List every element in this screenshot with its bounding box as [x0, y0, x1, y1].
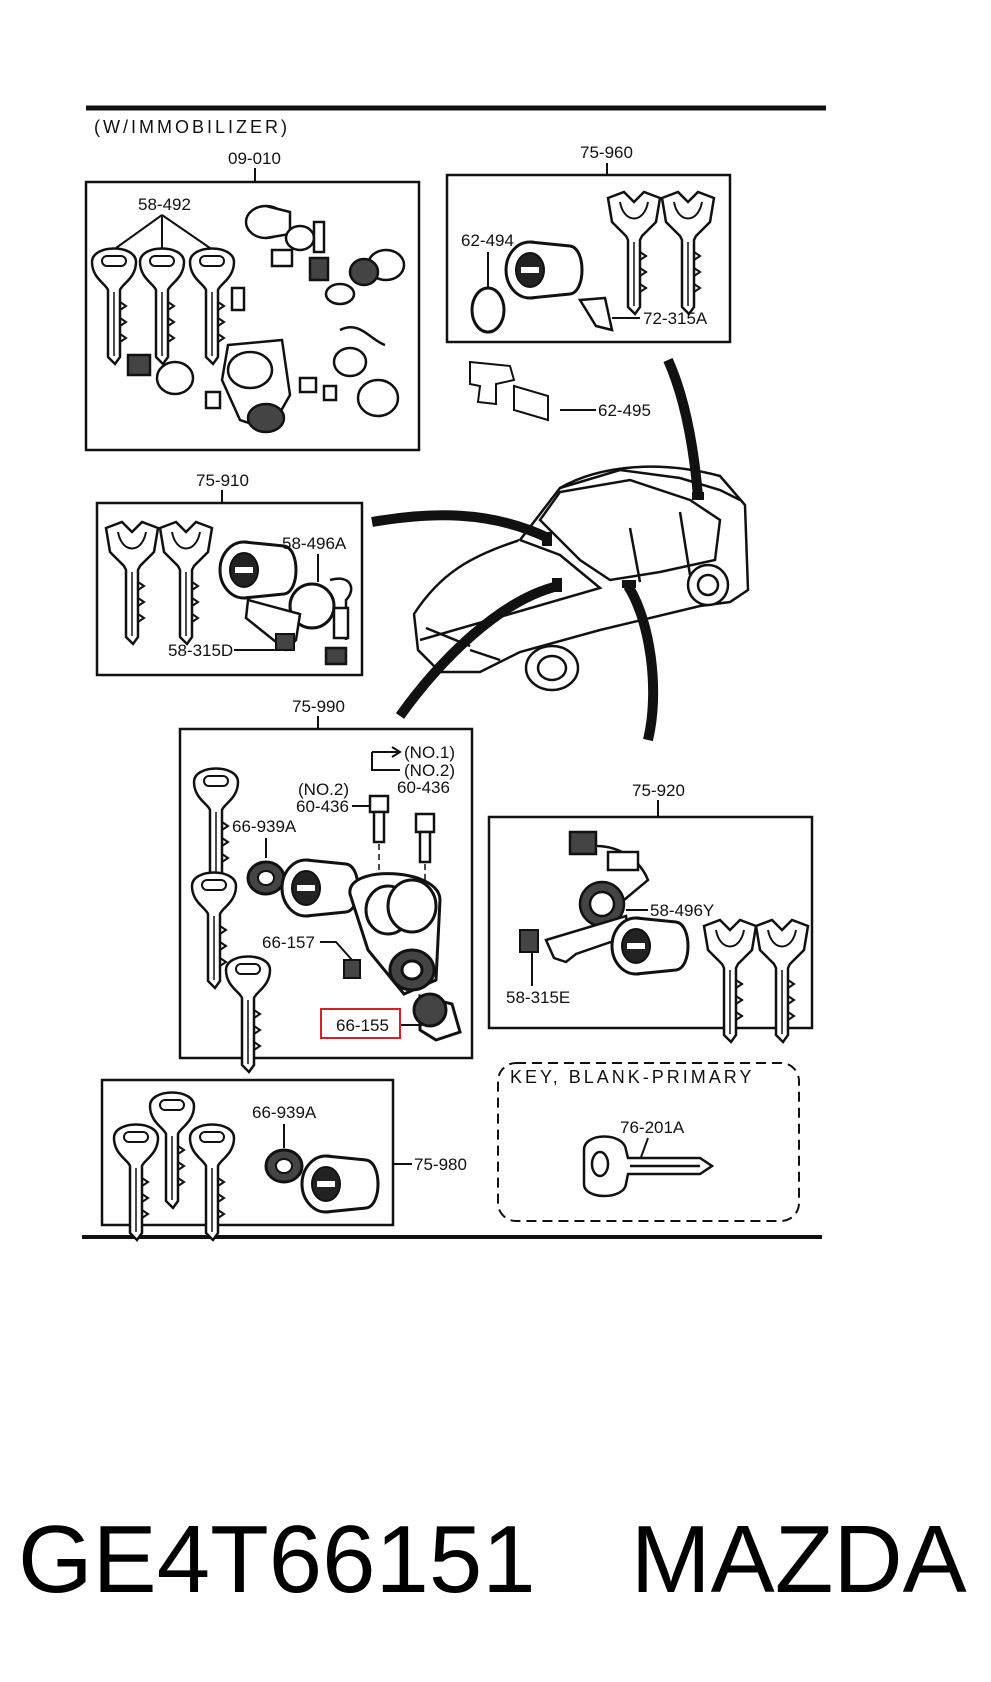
group-box-75-980 — [100, 1078, 395, 1227]
highlight-box — [320, 1008, 401, 1039]
ignition-switch-icon — [412, 992, 462, 1042]
key-blank-title: KEY, BLANK-PRIMARY — [510, 1067, 754, 1087]
lock-cylinder-icon — [280, 858, 360, 918]
product-caption: GE4T66151 MAZDA — [18, 1500, 978, 1620]
group-label-09-010: 09-010 — [228, 149, 281, 168]
steering-lock-icon — [348, 872, 442, 996]
part-label-58-315D: 58-315D — [168, 641, 233, 660]
car-icon — [412, 465, 750, 692]
part-label-58-492: 58-492 — [138, 195, 191, 214]
group-label-75-990: 75-990 — [292, 697, 345, 716]
clip-icon — [519, 929, 539, 953]
key-icon — [90, 247, 138, 366]
key-icon — [660, 190, 716, 316]
part-label-58-496Y: 58-496Y — [650, 901, 714, 920]
group-label-75-920: 75-920 — [632, 781, 685, 800]
key-blank-icon — [582, 1135, 715, 1198]
key-icon — [224, 955, 272, 1074]
part-label-66-155: 66-155 — [336, 1016, 389, 1035]
part-label-60-436: 60-436 — [296, 797, 349, 816]
part-label-66-157: 66-157 — [262, 933, 315, 952]
key-icon — [148, 1091, 196, 1210]
clip-icon — [577, 296, 614, 332]
group-box-75-990 — [178, 727, 474, 1060]
part-label-72-315A: 72-315A — [643, 309, 708, 328]
part-label-58-315E: 58-315E — [506, 988, 570, 1007]
key-icon — [606, 190, 662, 316]
group-box-75-910 — [95, 501, 364, 677]
diagram-header: (W/IMMOBILIZER) — [94, 117, 290, 137]
bezel-icon — [246, 860, 286, 896]
group-label-75-960: 75-960 — [580, 143, 633, 162]
key-icon — [104, 520, 160, 646]
key-icon — [754, 918, 810, 1044]
legend-no1: (NO.1) — [404, 743, 455, 762]
group-box-75-920 — [487, 815, 814, 1030]
key-blank-box — [497, 1062, 800, 1222]
part-label-76-201A: 76-201A — [620, 1118, 685, 1137]
bezel-icon — [264, 1148, 304, 1184]
ignition-switch-parts-icon — [126, 204, 406, 434]
key-icon — [702, 918, 758, 1044]
part-label-66-939A: 66-939A — [232, 817, 297, 836]
label-no2: (NO.2) — [298, 780, 349, 799]
group-box-09-010 — [84, 180, 421, 452]
gasket-icon — [470, 286, 506, 334]
part-label-60-436: 60-436 — [397, 778, 450, 797]
group-label-75-980: 75-980 — [414, 1155, 467, 1174]
key-icon — [158, 520, 214, 646]
lock-cylinder-icon — [504, 240, 584, 300]
part-label-62-494: 62-494 — [461, 231, 514, 250]
key-icon — [188, 1123, 236, 1242]
pointer-lines — [371, 357, 703, 742]
lock-cylinder-icon — [300, 1154, 380, 1214]
part-label-62-495: 62-495 — [598, 401, 651, 420]
bezel-icon — [288, 582, 336, 630]
part-label-58-496A: 58-496A — [282, 534, 347, 553]
part-label-66-939A: 66-939A — [252, 1103, 317, 1122]
switch-icon — [343, 959, 361, 979]
group-label-75-910: 75-910 — [196, 471, 249, 490]
clip-icon — [275, 633, 295, 651]
part-number: GE4T66151 — [18, 1506, 536, 1613]
group-box-75-960 — [445, 173, 732, 344]
rod-bracket-icon — [469, 360, 549, 422]
key-icon — [112, 1123, 160, 1242]
brand-name: MAZDA — [630, 1506, 967, 1613]
key-icon — [138, 247, 186, 366]
legend-no2: (NO.2) — [404, 761, 455, 780]
lock-cylinder-icon — [610, 916, 690, 976]
bolt-icon — [368, 794, 436, 864]
